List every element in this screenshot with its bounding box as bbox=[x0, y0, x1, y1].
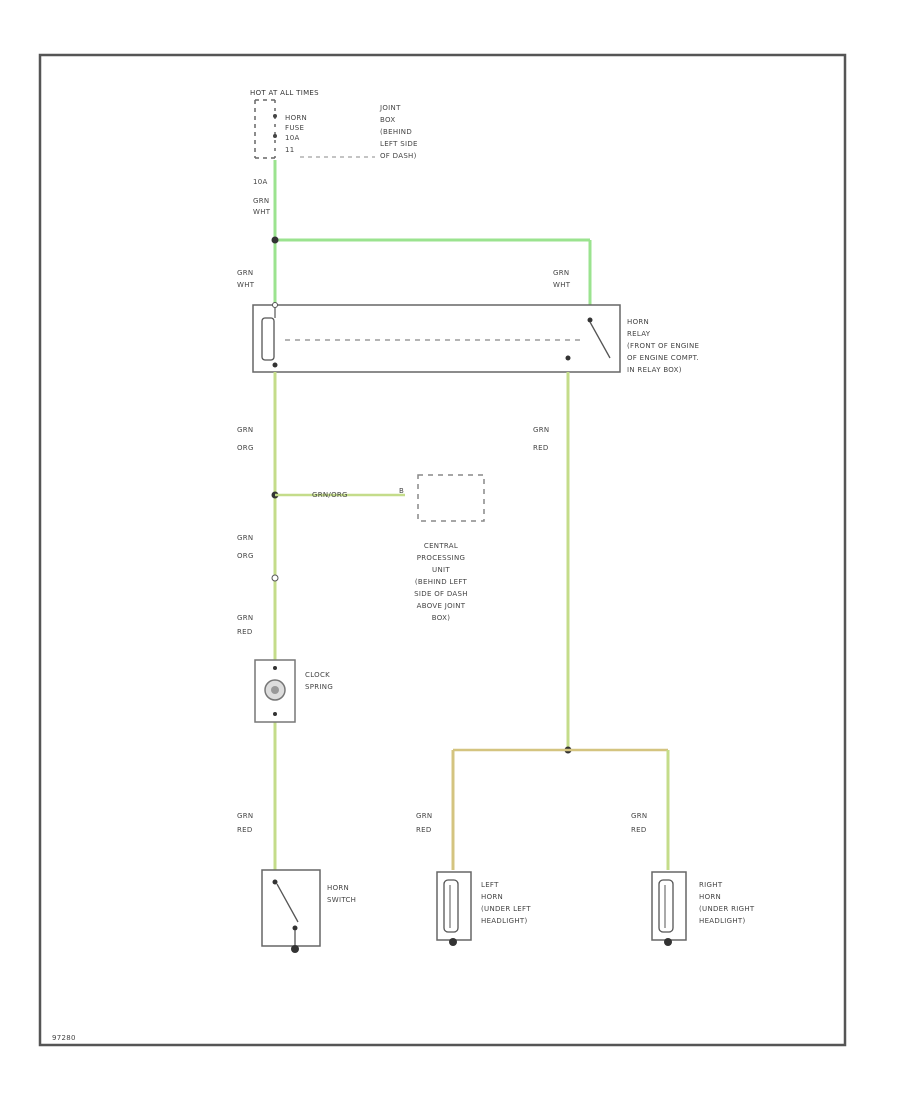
ground-icon bbox=[664, 938, 672, 946]
svg-text:RELAY: RELAY bbox=[627, 330, 651, 338]
clock-spring-label: CLOCK SPRING bbox=[305, 671, 333, 691]
left-horn[interactable] bbox=[436, 871, 472, 946]
svg-text:SPRING: SPRING bbox=[305, 683, 333, 691]
connector-inline bbox=[271, 574, 279, 582]
wire-mid-left-label: GRN ORG bbox=[237, 534, 254, 560]
svg-text:CLOCK: CLOCK bbox=[305, 671, 330, 679]
svg-text:GRN: GRN bbox=[237, 812, 253, 820]
svg-text:CENTRAL: CENTRAL bbox=[424, 542, 458, 550]
svg-text:(UNDER RIGHT: (UNDER RIGHT bbox=[699, 905, 755, 913]
svg-text:HORN: HORN bbox=[327, 884, 349, 892]
svg-text:ABOVE JOINT: ABOVE JOINT bbox=[417, 602, 466, 610]
svg-text:RIGHT: RIGHT bbox=[699, 881, 723, 889]
svg-text:WHT: WHT bbox=[237, 281, 255, 289]
svg-text:HORN: HORN bbox=[481, 893, 503, 901]
diagram-border bbox=[38, 53, 847, 1047]
svg-text:10A: 10A bbox=[253, 178, 268, 186]
ground-icon bbox=[449, 938, 457, 946]
horn-switch-label: HORN SWITCH bbox=[327, 884, 356, 904]
svg-text:OF DASH): OF DASH) bbox=[380, 152, 417, 160]
central-processing-unit[interactable] bbox=[417, 474, 485, 522]
joint-box-label: JOINT BOX (BEHIND LEFT SIDE OF DASH) bbox=[379, 104, 418, 160]
ground-icon bbox=[291, 945, 299, 953]
svg-text:(BEHIND LEFT: (BEHIND LEFT bbox=[415, 578, 468, 586]
svg-text:GRN: GRN bbox=[237, 614, 253, 622]
svg-text:IN RELAY BOX): IN RELAY BOX) bbox=[627, 366, 682, 374]
wire-left-horn-label: GRN RED bbox=[416, 812, 432, 834]
svg-text:LEFT SIDE: LEFT SIDE bbox=[380, 140, 418, 148]
svg-text:SIDE OF DASH: SIDE OF DASH bbox=[414, 590, 468, 598]
svg-text:SWITCH: SWITCH bbox=[327, 896, 356, 904]
svg-text:GRN: GRN bbox=[253, 197, 269, 205]
horn-switch[interactable] bbox=[261, 869, 321, 953]
right-horn-label: RIGHT HORN (UNDER RIGHT HEADLIGHT) bbox=[699, 881, 755, 925]
svg-text:HEADLIGHT): HEADLIGHT) bbox=[481, 917, 528, 925]
wire-relay-out-right-label: GRN RED bbox=[533, 426, 549, 452]
svg-text:RED: RED bbox=[416, 826, 432, 834]
svg-text:UNIT: UNIT bbox=[432, 566, 450, 574]
horn-fuse[interactable] bbox=[254, 99, 277, 159]
wire-clock-in-label: GRN RED bbox=[237, 614, 253, 636]
cpu-label: CENTRAL PROCESSING UNIT (BEHIND LEFT SID… bbox=[414, 542, 468, 622]
horn-relay-label: HORN RELAY (FRONT OF ENGINE OF ENGINE CO… bbox=[627, 318, 699, 374]
svg-text:GRN: GRN bbox=[553, 269, 569, 277]
svg-text:LEFT: LEFT bbox=[481, 881, 499, 889]
svg-text:FUSE: FUSE bbox=[285, 124, 304, 132]
svg-text:(FRONT OF ENGINE: (FRONT OF ENGINE bbox=[627, 342, 699, 350]
svg-text:(UNDER LEFT: (UNDER LEFT bbox=[481, 905, 531, 913]
right-horn[interactable] bbox=[651, 871, 687, 946]
svg-text:WHT: WHT bbox=[253, 208, 271, 216]
svg-text:RED: RED bbox=[631, 826, 647, 834]
svg-text:GRN: GRN bbox=[237, 534, 253, 542]
svg-text:HEADLIGHT): HEADLIGHT) bbox=[699, 917, 746, 925]
wire-relay-out-left-label: GRN ORG bbox=[237, 426, 254, 452]
diagram-code: 97280 bbox=[52, 1034, 76, 1042]
svg-text:10A: 10A bbox=[285, 134, 300, 142]
fuse-label: HORN FUSE 10A 11 bbox=[285, 114, 307, 154]
svg-text:GRN: GRN bbox=[533, 426, 549, 434]
wire-relay-in-left-label: GRN WHT bbox=[237, 269, 255, 289]
svg-text:GRN: GRN bbox=[237, 426, 253, 434]
svg-text:JOINT: JOINT bbox=[379, 104, 401, 112]
svg-text:GRN: GRN bbox=[416, 812, 432, 820]
svg-text:BOX): BOX) bbox=[432, 614, 450, 622]
wire-right-horn-label: GRN RED bbox=[631, 812, 647, 834]
svg-text:HORN: HORN bbox=[285, 114, 307, 122]
svg-text:RED: RED bbox=[237, 628, 253, 636]
svg-text:GRN: GRN bbox=[237, 269, 253, 277]
wire-relay-in-right-label: GRN WHT bbox=[553, 269, 571, 289]
svg-text:BOX: BOX bbox=[380, 116, 395, 124]
svg-text:PROCESSING: PROCESSING bbox=[417, 554, 466, 562]
svg-text:ORG: ORG bbox=[237, 444, 254, 452]
wire-top-label: 10A GRN WHT bbox=[253, 178, 271, 216]
horn-relay[interactable] bbox=[252, 302, 621, 373]
splice-top bbox=[271, 236, 279, 244]
cpu-pin-label: B bbox=[399, 487, 404, 495]
svg-text:HORN: HORN bbox=[627, 318, 649, 326]
wire-switch-label: GRN RED bbox=[237, 812, 253, 834]
hot-at-all-times-label: HOT AT ALL TIMES bbox=[250, 89, 319, 97]
svg-text:RED: RED bbox=[237, 826, 253, 834]
svg-text:OF ENGINE COMPT.: OF ENGINE COMPT. bbox=[627, 354, 699, 362]
svg-text:ORG: ORG bbox=[237, 552, 254, 560]
svg-text:RED: RED bbox=[533, 444, 549, 452]
clock-spring[interactable] bbox=[254, 659, 296, 723]
svg-text:(BEHIND: (BEHIND bbox=[380, 128, 412, 136]
cpu-wire-label: GRN/ORG bbox=[312, 491, 348, 499]
svg-text:HORN: HORN bbox=[699, 893, 721, 901]
svg-text:GRN: GRN bbox=[631, 812, 647, 820]
svg-text:WHT: WHT bbox=[553, 281, 571, 289]
left-horn-label: LEFT HORN (UNDER LEFT HEADLIGHT) bbox=[481, 881, 531, 925]
svg-text:11: 11 bbox=[285, 146, 295, 154]
